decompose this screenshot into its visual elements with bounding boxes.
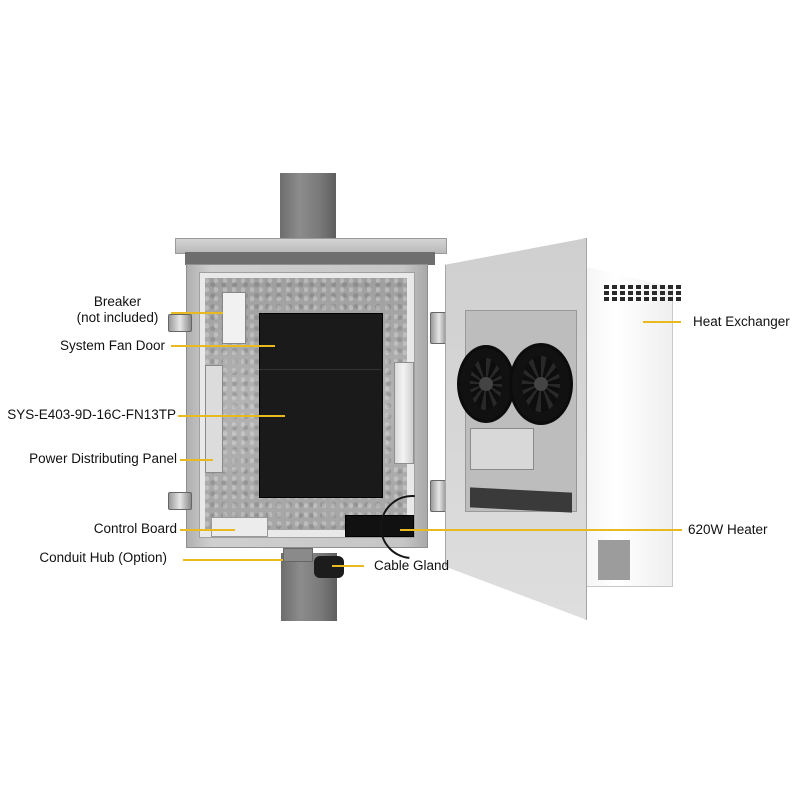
callout-heater: 620W Heater [688,522,768,537]
callout-system-model: SYS-E403-9D-16C-FN13TP [7,407,176,422]
left-hinge-top [168,314,192,332]
leader-system-model [178,415,285,417]
door-bottom-slot [598,540,630,580]
leader-heater [400,529,682,531]
door-power-module [470,428,534,470]
callout-control-board: Control Board [93,521,177,536]
leader-control-board [180,529,235,531]
callout-cable-gland: Cable Gland [374,558,450,573]
rain-hood-underside [185,252,435,265]
mounting-pole-top [280,173,336,243]
system-fan-door-seam [259,369,381,370]
cable-gland [314,556,344,578]
control-board [211,517,268,537]
callout-breaker-line2: (not included) [76,310,159,325]
leader-cable-gland [332,565,364,567]
door-heat-exchanger-housing [578,265,673,587]
leader-system-fan-door [171,345,275,347]
heat-exchanger-fan-left [457,345,515,423]
left-hinge-bottom [168,492,192,510]
leader-breaker [171,312,223,314]
callout-conduit-hub: Conduit Hub (Option) [39,550,167,565]
system-server-unit [259,313,383,498]
heater-module [345,515,414,537]
leader-power-distributing-panel [180,459,213,461]
leader-conduit-hub [183,559,283,561]
heat-exchanger-vent [604,285,681,301]
callout-heat-exchanger: Heat Exchanger [693,314,790,329]
callout-breaker: Breaker (not included) [70,294,165,326]
conduit-hub [283,548,313,562]
breaker-module [222,292,246,344]
power-distributing-panel [205,365,223,473]
callout-breaker-line1: Breaker [93,294,142,309]
heat-exchanger-fan-right [509,343,573,425]
enclosure-heater-bar [394,362,414,464]
leader-heat-exchanger [643,321,681,323]
callout-power-distributing-panel: Power Distributing Panel [29,451,177,466]
callout-system-fan-door: System Fan Door [59,338,165,353]
